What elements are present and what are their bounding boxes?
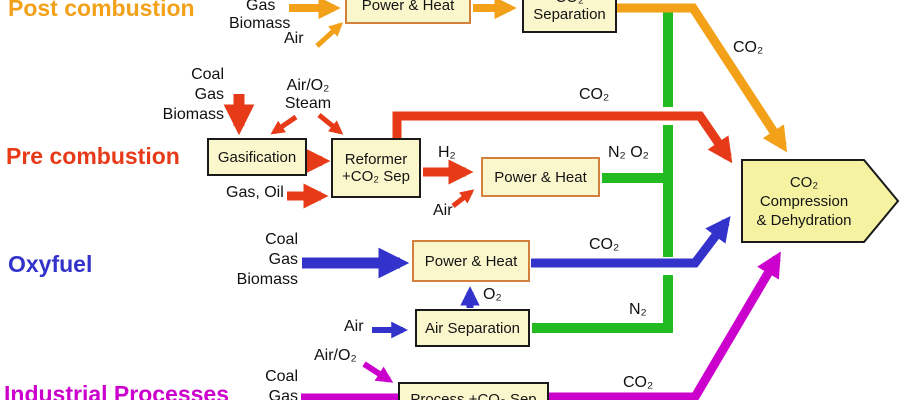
label-fuel-stack-pre: Coal Gas Biomass (150, 65, 224, 125)
label-biomass-oxy: Biomass (236, 271, 298, 288)
section-pre-combustion: Pre combustion (6, 143, 180, 169)
label-coal-industrial: Coal (265, 368, 298, 385)
co2-compression-shape (741, 159, 900, 243)
label-airo2: Air/O₂ (286, 77, 330, 94)
box-process-co2-sep: Process +CO₂ Sep (398, 382, 549, 400)
label-gas-oxy: Gas (268, 251, 298, 268)
label-fuel-stack-industrial: Coal Gas (224, 367, 298, 400)
box-reformer-line2: +CO₂ Sep (342, 168, 410, 185)
label-o2: O₂ (483, 286, 502, 303)
co2-compression-line3: & Dehydration (756, 211, 852, 229)
label-coal-pre: Coal (191, 66, 224, 83)
label-n2-o2: N₂ O₂ (608, 144, 649, 161)
co2-route-post (617, 3, 788, 153)
label-airo2-steam: Air/O₂ Steam (272, 77, 344, 113)
air-arrow-pre (451, 189, 475, 208)
label-coal-oxy: Coal (265, 231, 298, 248)
co2-compression-line1: CO₂ (789, 173, 819, 191)
co2-route-pre (392, 111, 733, 164)
box-reformer-line1: Reformer (344, 151, 408, 168)
section-oxyfuel: Oxyfuel (8, 251, 93, 277)
box-co2-compression-label: CO₂ Compression & Dehydration (742, 161, 866, 241)
n2-line-oxyfuel (532, 275, 673, 333)
airo2-steam-arrow-left (270, 114, 298, 135)
label-airo2-industrial: Air/O₂ (314, 347, 357, 364)
box-power-heat-post-label: Power & Heat (361, 0, 455, 14)
label-air-oxy: Air (344, 318, 364, 335)
section-industrial-processes: Industrial Processes (4, 381, 229, 400)
label-air-pre: Air (433, 202, 453, 219)
label-co2-post-route: CO₂ (733, 39, 764, 56)
box-process-co2-sep-label: Process +CO₂ Sep (410, 390, 537, 400)
co2-route-industrial (549, 251, 781, 400)
box-power-heat-post: Power & Heat (345, 0, 471, 24)
box-air-separation: Air Separation (415, 309, 530, 347)
label-biomass-post: Biomass (229, 15, 291, 32)
label-fuel-stack-oxyfuel: Coal Gas Biomass (220, 230, 298, 290)
co2-route-oxyfuel (531, 215, 731, 268)
label-co2-industrial-route: CO₂ (623, 374, 654, 391)
box-gasification: Gasification (207, 138, 307, 176)
box-reformer: Reformer +CO₂ Sep (331, 138, 421, 198)
label-biomass-pre: Biomass (162, 106, 224, 123)
box-co2-separation: CO₂ Separation (522, 0, 617, 33)
box-power-heat-oxyfuel: Power & Heat (412, 240, 530, 282)
box-power-heat-pre: Power & Heat (481, 157, 600, 197)
label-co2-pre-route: CO₂ (579, 86, 610, 103)
label-n2: N₂ (629, 301, 647, 318)
section-post-combustion: Post combustion (8, 0, 195, 21)
airo2-arrow-industrial (362, 361, 394, 383)
co2-compression-line2: Compression (759, 192, 849, 210)
box-co2-separation-line2: Separation (533, 5, 606, 23)
label-gas-industrial: Gas (268, 388, 298, 400)
box-power-heat-pre-label: Power & Heat (494, 168, 587, 186)
label-h2: H₂ (438, 144, 456, 161)
box-co2-separation-line1: CO₂ (555, 0, 583, 6)
label-gas-post: Gas (246, 0, 276, 14)
box-power-heat-oxyfuel-label: Power & Heat (424, 252, 518, 270)
label-co2-oxy-route: CO₂ (589, 236, 620, 253)
box-air-separation-label: Air Separation (424, 319, 521, 337)
box-gasification-label: Gasification (217, 148, 297, 166)
airo2-steam-arrow-right (317, 113, 344, 135)
label-gas-oil: Gas, Oil (226, 184, 284, 201)
label-air-post: Air (284, 30, 304, 47)
air-arrow-post (315, 22, 344, 48)
label-gas-pre: Gas (194, 86, 224, 103)
label-steam: Steam (284, 95, 332, 112)
